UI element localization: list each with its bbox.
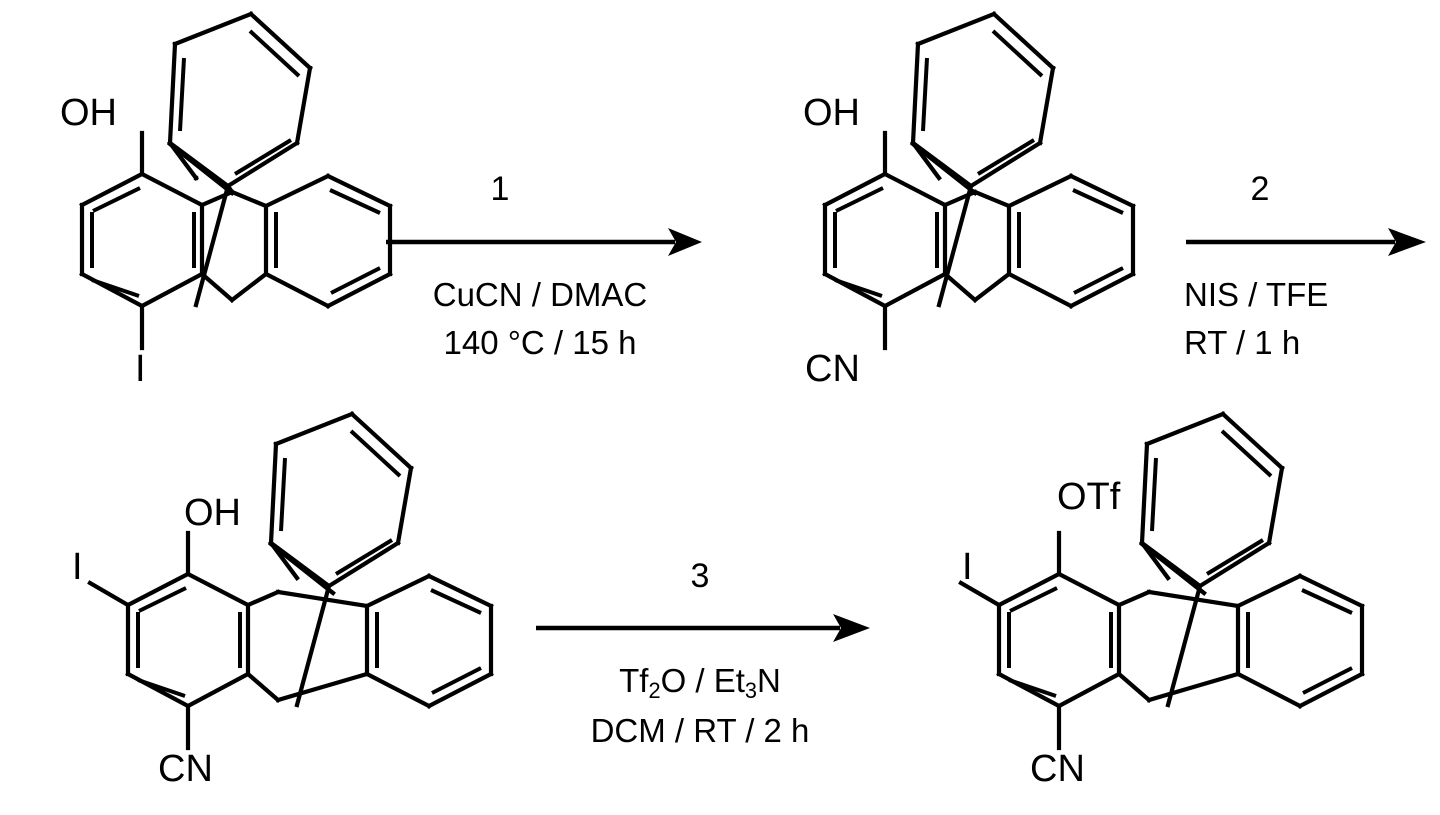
molecule-2-oh-label: OH: [803, 92, 860, 134]
molecule-4-structure: [958, 411, 1365, 751]
arrow-3-step-number: 3: [690, 557, 710, 595]
molecule-4-nitrile-label: CN: [1030, 748, 1085, 790]
molecule-3-oh-label: OH: [184, 492, 241, 534]
arrow-3-reagents-text: Tf2O / Et3N: [619, 662, 781, 704]
molecule-4-iodine-label: I: [962, 546, 973, 588]
molecule-1-iodine-label: I: [135, 348, 146, 390]
arrow-3: [536, 614, 870, 642]
arrow-1-conditions: 140 °C / 15 h: [443, 324, 637, 361]
molecule-3-structure: [87, 411, 494, 751]
arrow-2-conditions: RT / 1 h: [1184, 324, 1301, 361]
arrow-2-step-number: 2: [1250, 170, 1270, 208]
molecule-1-structure: [79, 11, 393, 351]
arrow-1: [386, 228, 702, 256]
molecule-4-otf-label: OTf: [1057, 476, 1121, 518]
arrow-3-reagents: Tf2O / Et3N: [530, 662, 870, 704]
arrow-1-step-number: 1: [490, 170, 510, 208]
molecule-2-structure: [822, 11, 1136, 351]
arrow-3-conditions: DCM / RT / 2 h: [590, 712, 810, 749]
molecule-3-nitrile-label: CN: [158, 748, 213, 790]
molecule-1-oh-label: OH: [60, 92, 117, 134]
molecule-3-iodine-label: I: [72, 546, 83, 588]
arrow-2-reagents: NIS / TFE: [1184, 276, 1329, 313]
arrow-1-reagents: CuCN / DMAC: [432, 276, 648, 313]
arrow-2: [1186, 228, 1426, 256]
molecule-2-nitrile-label: CN: [805, 348, 860, 390]
